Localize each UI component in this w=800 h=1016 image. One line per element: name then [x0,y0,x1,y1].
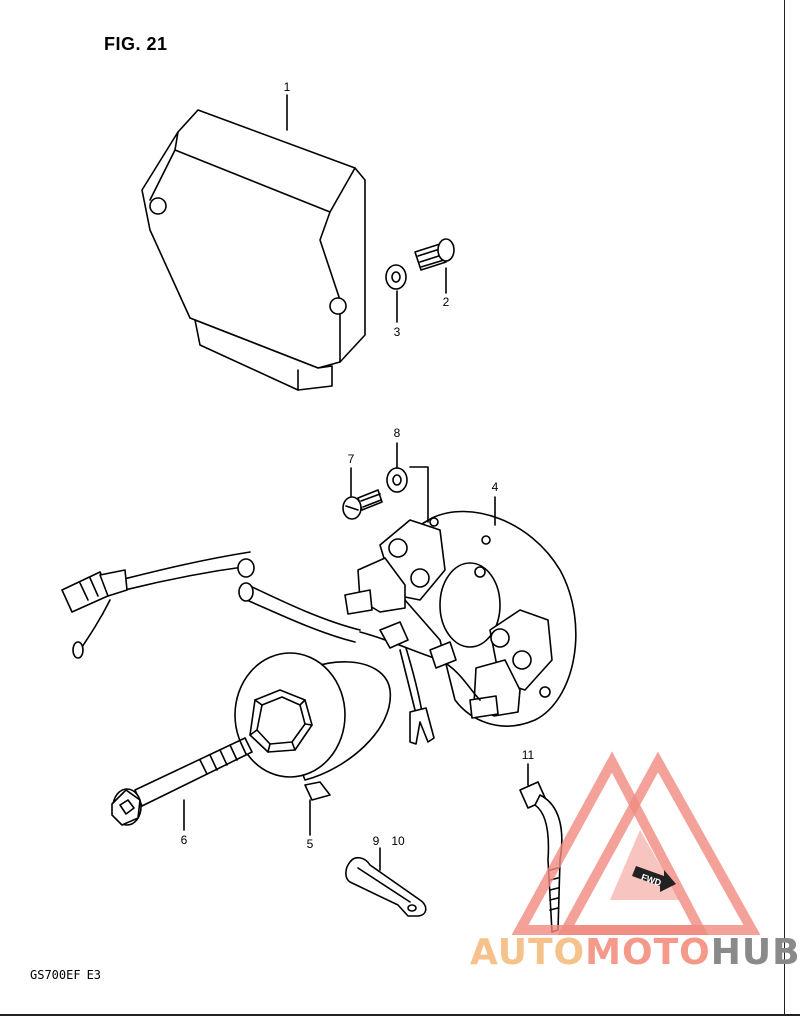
callout-10: 10 [391,834,405,848]
part-1-control-unit [141,109,366,391]
callout-8: 8 [393,426,401,440]
part-7-screw [342,489,383,520]
part-3-washer [385,264,407,290]
watermark-auto: AUTO [470,932,586,973]
part-6-bolt [111,737,253,826]
leader-lines [183,94,529,871]
part-8-washer [386,467,408,493]
callout-11: 11 [521,748,535,762]
model-name: GS700EF [30,968,81,982]
model-region: E3 [86,968,102,982]
callout-6: 6 [180,833,188,847]
page-border-right [784,0,785,1016]
figure-title: FIG. 21 [104,34,168,54]
forward-arrow-icon [632,866,676,892]
callout-7: 7 [347,452,355,466]
callout-5: 5 [306,837,314,851]
part-2-screw [414,238,455,271]
watermark-hub: HUB [710,932,800,973]
part-4-signal-generator-plate [344,510,577,727]
watermark-text: AUTOMOTOHUB [470,932,800,973]
callout-3: 3 [393,325,401,339]
model-code: GS700EF E3 [30,968,107,982]
callout-9: 9 [372,834,380,848]
page-border-bottom [0,1014,800,1016]
part-9-10-clamp [345,856,427,917]
wiring-harness [61,551,481,745]
part-5-rotor [234,652,392,801]
callout-2: 2 [442,295,450,309]
watermark-moto: MOTO [585,932,711,973]
callout-1: 1 [283,80,291,94]
callout-4: 4 [491,480,499,494]
part-11-cable-tie [519,781,563,933]
